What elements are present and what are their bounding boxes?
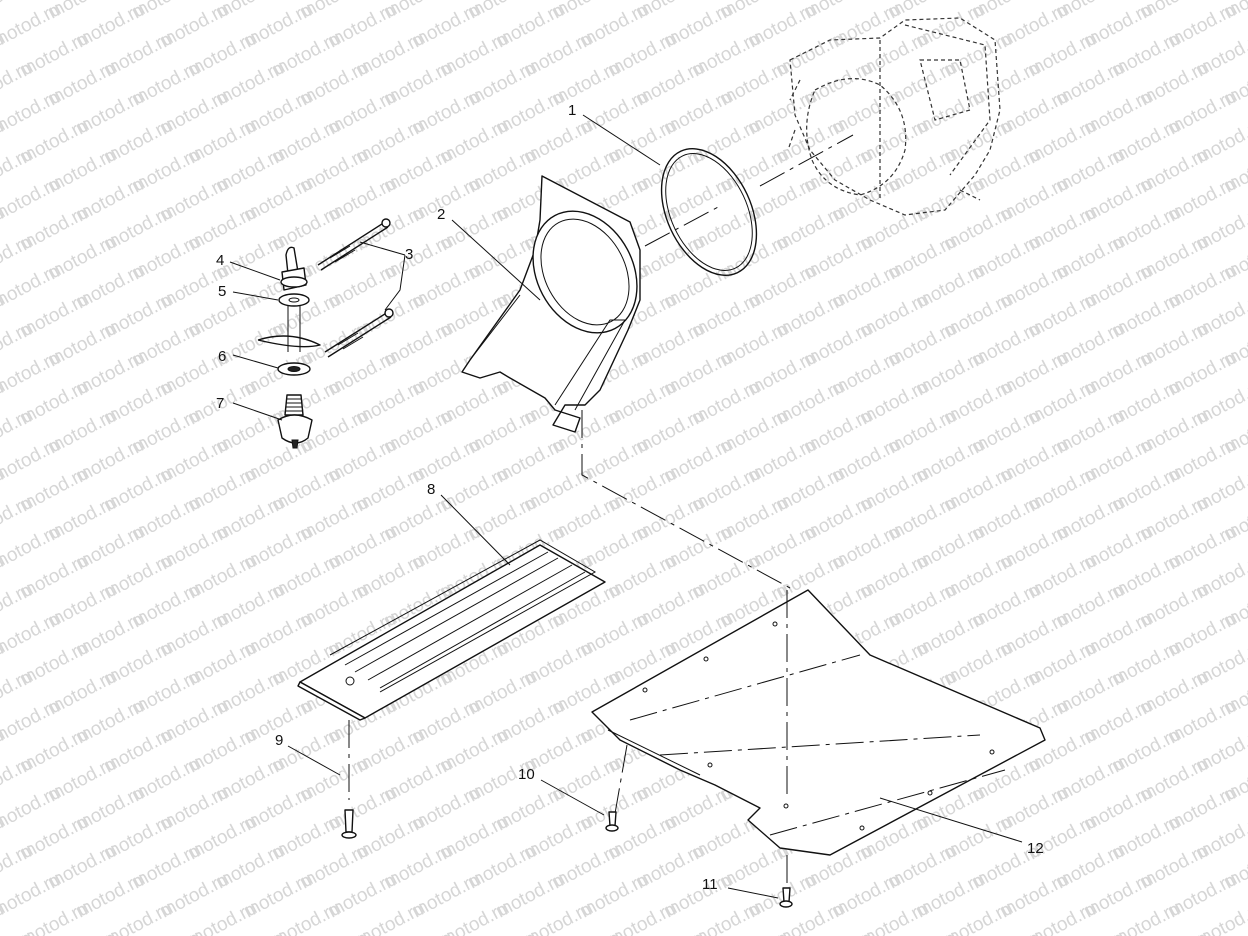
callout-3: 3 xyxy=(405,246,413,263)
alignment-line-upper xyxy=(759,134,854,187)
long-bolt-lower xyxy=(324,308,394,358)
callout-11: 11 xyxy=(702,876,718,893)
callout-10: 10 xyxy=(518,766,535,783)
long-bolt-upper xyxy=(317,218,391,271)
hull-section xyxy=(257,305,321,352)
washer-6 xyxy=(277,362,311,376)
leader-lines xyxy=(229,114,1023,899)
washer-5 xyxy=(278,293,310,307)
callout-5: 5 xyxy=(218,283,226,300)
callout-4: 4 xyxy=(216,252,224,269)
watermark-text: motod.ru xyxy=(0,898,9,936)
watermark-text: motod.ru xyxy=(0,927,37,936)
hose-fitting xyxy=(280,246,308,291)
callout-2: 2 xyxy=(437,206,445,223)
callout-6: 6 xyxy=(218,348,226,365)
screw-9 xyxy=(341,809,357,839)
engine-housing-outline xyxy=(787,17,1001,216)
callout-7: 7 xyxy=(216,395,224,412)
callout-9: 9 xyxy=(275,732,283,749)
pump-plate xyxy=(591,589,1046,856)
screw-10 xyxy=(605,811,619,832)
alignment-line-adapter-to-plate xyxy=(581,410,791,589)
drain-plug xyxy=(277,394,313,449)
callout-1: 1 xyxy=(568,102,576,119)
intake-grate xyxy=(297,539,606,721)
callout-labels: 1 2 3 4 5 6 7 8 9 10 11 12 xyxy=(216,102,1044,893)
intake-adapter xyxy=(461,175,641,433)
callout-8: 8 xyxy=(427,481,435,498)
o-ring xyxy=(660,148,758,276)
watermark-text: motod.ru xyxy=(1220,0,1248,23)
callout-12: 12 xyxy=(1027,840,1044,857)
screw-11 xyxy=(779,887,793,908)
alignment-line-ring xyxy=(644,205,721,247)
